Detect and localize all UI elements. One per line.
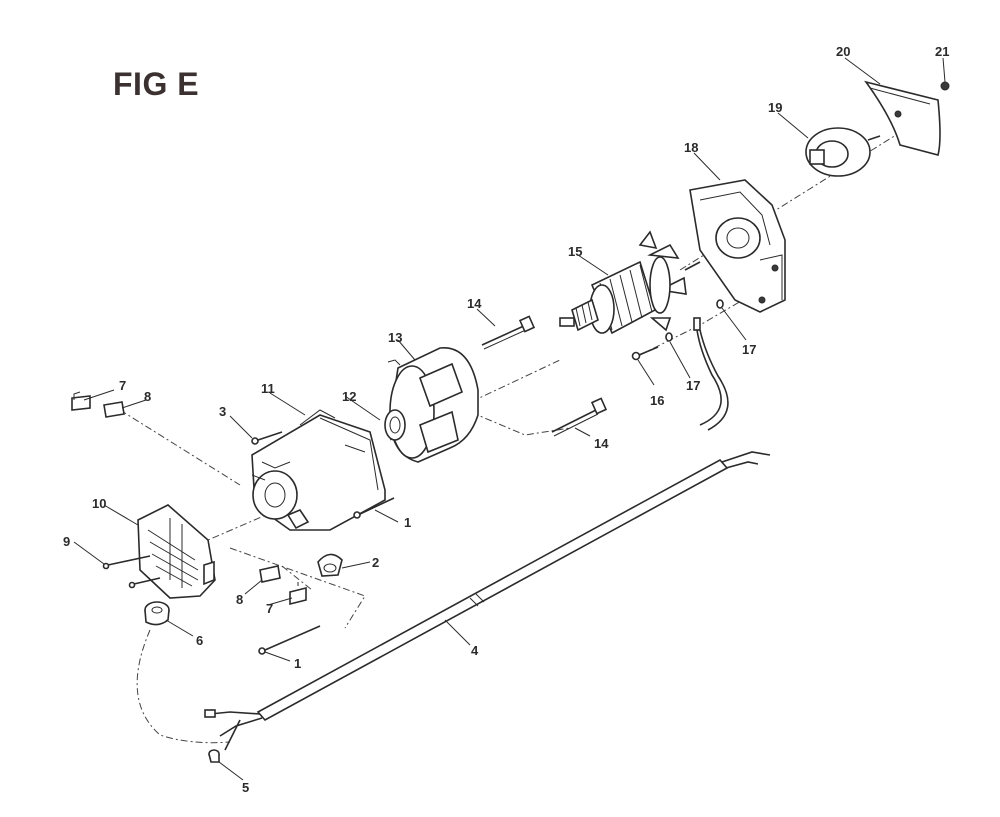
part-3-screw bbox=[251, 431, 283, 445]
callout-14-lower: 14 bbox=[594, 436, 609, 451]
part-10-end-cap bbox=[137, 504, 216, 599]
part-19-bearing-plate bbox=[805, 127, 881, 177]
callout-6: 6 bbox=[196, 633, 203, 648]
part-8-brush-upper bbox=[103, 401, 125, 418]
armature-fan bbox=[638, 230, 687, 332]
part-1-screw-upper bbox=[353, 497, 395, 519]
callout-21: 21 bbox=[935, 44, 949, 59]
callout-1-upper: 1 bbox=[404, 515, 411, 530]
callout-20: 20 bbox=[836, 44, 850, 59]
callout-7-lower: 7 bbox=[266, 601, 273, 616]
callout-10: 10 bbox=[92, 496, 106, 511]
callout-12: 12 bbox=[342, 389, 356, 404]
part-4-power-cord bbox=[204, 451, 771, 751]
callout-15: 15 bbox=[568, 244, 582, 259]
part-9-screws bbox=[102, 555, 161, 589]
callout-3: 3 bbox=[219, 404, 226, 419]
part-17-oring-upper bbox=[716, 299, 724, 309]
part-5-wire-connector bbox=[208, 749, 220, 763]
callout-4: 4 bbox=[471, 643, 479, 658]
callout-8-upper: 8 bbox=[144, 389, 151, 404]
part-11-motor-housing bbox=[251, 409, 386, 531]
part-13-field-stator bbox=[387, 347, 479, 463]
callout-5: 5 bbox=[242, 780, 249, 795]
leader-lines bbox=[73, 57, 946, 781]
callout-labels: 21 20 19 18 15 14 13 12 11 3 7 8 14 1 2 … bbox=[63, 44, 949, 795]
callout-1-lower: 1 bbox=[294, 656, 301, 671]
callout-17-upper: 17 bbox=[742, 342, 756, 357]
part-18-gear-housing bbox=[689, 179, 786, 313]
callout-19: 19 bbox=[768, 100, 782, 115]
part-7-brush-holder-lower bbox=[289, 582, 307, 606]
part-15-armature bbox=[559, 230, 701, 335]
part-17-oring-lower bbox=[665, 332, 673, 342]
callout-7-upper: 7 bbox=[119, 378, 126, 393]
part-14-bolt-lower bbox=[551, 397, 608, 437]
part-14-bolt-upper bbox=[481, 315, 536, 350]
part-8-brush-lower bbox=[259, 565, 281, 583]
part-20-guard-plate bbox=[864, 80, 941, 156]
part-21-nut bbox=[940, 81, 950, 91]
part-6-strain-relief bbox=[144, 601, 170, 626]
part-7-brush-holder-upper bbox=[71, 391, 91, 411]
part-2-brush-cap bbox=[317, 553, 343, 577]
callout-2: 2 bbox=[372, 555, 379, 570]
assembly-lines bbox=[119, 119, 921, 744]
callout-9: 9 bbox=[63, 534, 70, 549]
callout-16: 16 bbox=[650, 393, 664, 408]
part-16-screw bbox=[631, 346, 659, 361]
callout-14-upper: 14 bbox=[467, 296, 482, 311]
callout-13: 13 bbox=[388, 330, 402, 345]
part-1-screw-lower bbox=[258, 625, 321, 655]
part-12-washer bbox=[384, 409, 406, 441]
callout-17-lower: 17 bbox=[686, 378, 700, 393]
callout-18: 18 bbox=[684, 140, 698, 155]
callout-8-lower: 8 bbox=[236, 592, 243, 607]
figure-title: FIG E bbox=[113, 66, 200, 102]
callout-11: 11 bbox=[261, 381, 275, 396]
lead-wire bbox=[693, 317, 729, 431]
